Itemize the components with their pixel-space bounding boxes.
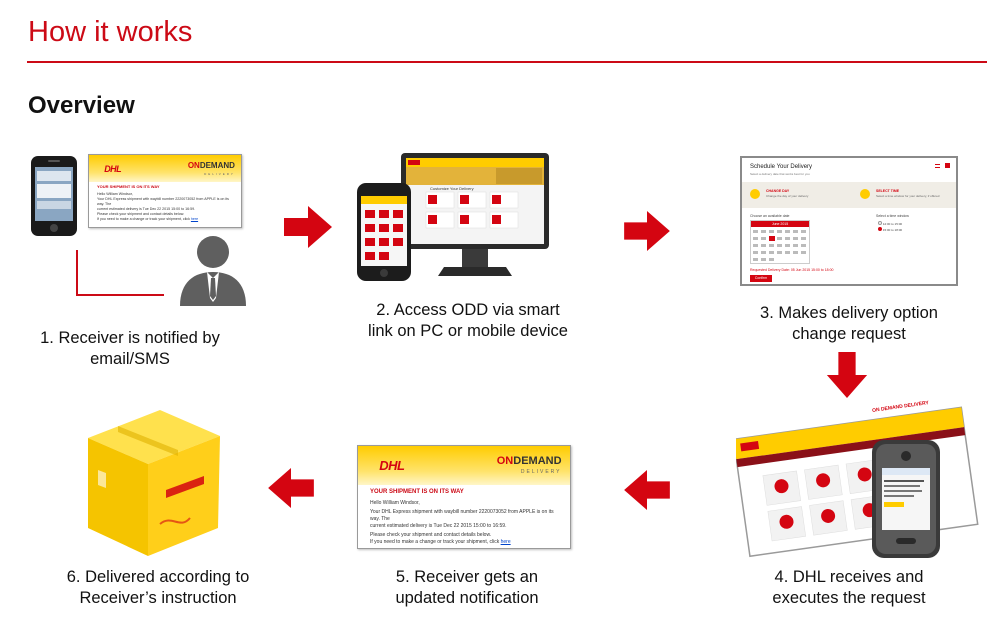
home-icon [945, 163, 950, 168]
step6-caption: 6. Delivered according to Receiver’s ins… [66, 568, 250, 607]
time-window-option: 15:00 to 18:00 [878, 227, 902, 232]
phone-icon [31, 156, 77, 236]
step1-illustration [30, 150, 250, 310]
step3-caption: 3. Makes delivery option change request [760, 304, 938, 343]
step4-caption: 4. DHL receives and executes the request [772, 568, 926, 607]
on-demand-logo: ONDEMAND DELIVERY [496, 455, 562, 476]
schedule-delivery-screen: Schedule Your Delivery Select a delivery… [740, 156, 958, 286]
connector-line [76, 294, 164, 296]
person-icon [180, 236, 246, 306]
connector-line [76, 250, 78, 296]
step2-caption: 2. Access ODD via smart link on PC or mo… [368, 301, 568, 340]
arrow-right-icon [624, 211, 670, 251]
email-headline: YOUR SHIPMENT IS ON ITS WAY [370, 488, 464, 495]
schedule-options-bar: CHANGE DAY Change the day of your delive… [742, 182, 956, 208]
tablet-device-icon [736, 406, 979, 558]
smartphone-icon [357, 183, 411, 281]
email-banner: DHL ONDEMAND DELIVERY [358, 446, 570, 485]
confirm-button: Confirm [750, 275, 772, 282]
email-headline: YOUR SHIPMENT IS ON ITS WAY [97, 184, 160, 190]
calendar: June 2015 [750, 220, 810, 264]
title-rule [27, 61, 987, 63]
monitor-heading: Customize Your Delivery [430, 186, 474, 191]
arrow-down-icon [826, 352, 868, 398]
arrow-left-icon [624, 470, 670, 510]
email-banner: DHL ONDEMAND DELIVERY [89, 155, 241, 183]
dhl-package-box-icon [88, 410, 220, 556]
dhl-logo: DHL [104, 163, 122, 174]
on-demand-logo: ONDEMAND DELIVERY [187, 161, 235, 177]
email-notification-card: DHL ONDEMAND DELIVERY YOUR SHIPMENT IS O… [88, 154, 242, 228]
email-updated-notification-card: DHL ONDEMAND DELIVERY YOUR SHIPMENT IS O… [357, 445, 571, 549]
arrow-left-icon [268, 468, 314, 508]
page-title: How it works [28, 16, 193, 48]
time-window-option: 12:00 to 15:00 [878, 221, 902, 226]
computer-monitor-icon [401, 153, 549, 276]
section-subtitle: Overview [28, 92, 135, 119]
step1-caption: 1. Receiver is notified by email/SMS [40, 329, 220, 368]
dhl-logo: DHL [379, 458, 405, 474]
menu-icon [935, 164, 940, 168]
arrow-right-icon [284, 206, 332, 248]
step5-caption: 5. Receiver gets an updated notification [395, 568, 539, 607]
calendar-grid [753, 230, 806, 261]
